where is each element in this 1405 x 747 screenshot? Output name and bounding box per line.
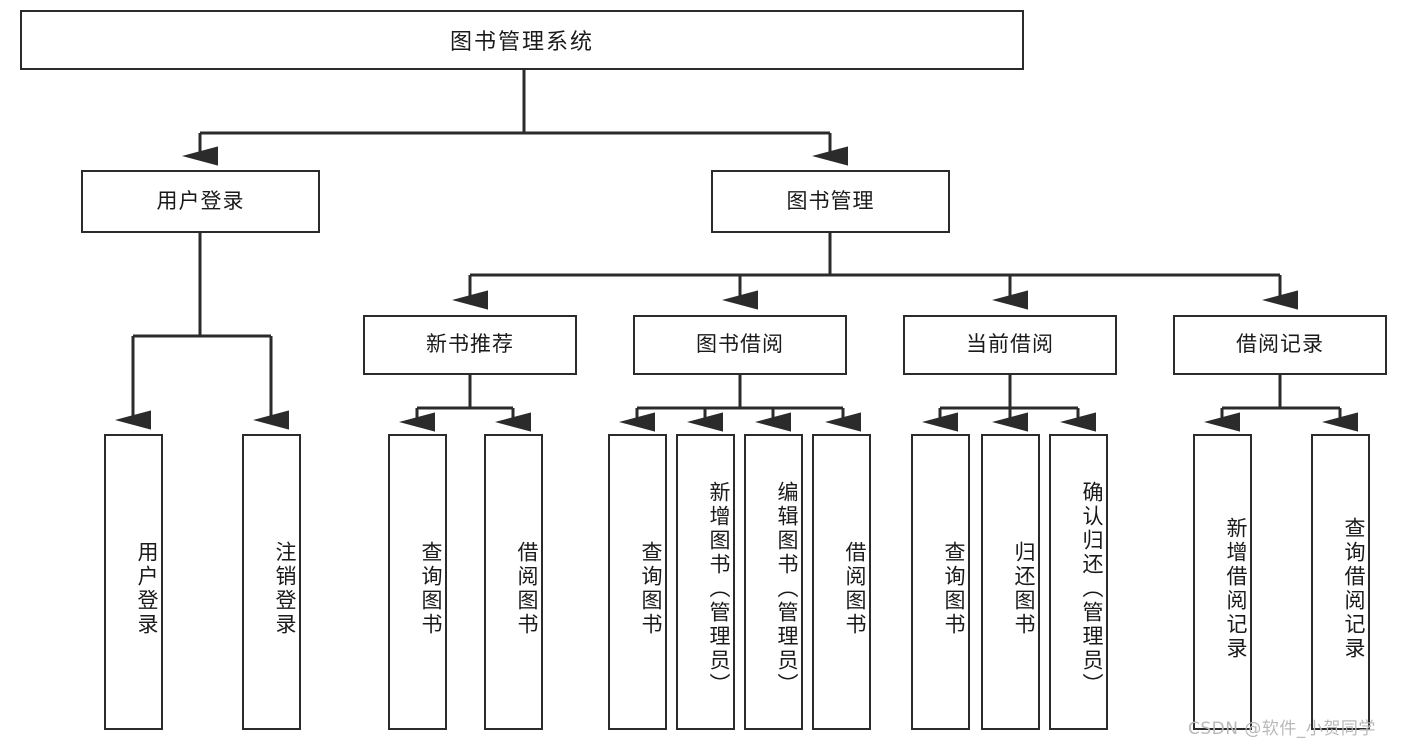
node-borrow-record[interactable]: 借阅记录 bbox=[1173, 315, 1387, 375]
watermark-text: CSDN @软件_小贺同学 bbox=[1188, 719, 1376, 739]
node-leaf-query-book-2-label: 查询图书 bbox=[639, 541, 663, 637]
node-leaf-edit-book[interactable]: 编辑图书（管理员） bbox=[744, 434, 803, 730]
node-leaf-user-login[interactable]: 用户登录 bbox=[104, 434, 163, 730]
node-leaf-add-book-label: 新增图书（管理员） bbox=[707, 481, 731, 697]
node-user-login-label: 用户登录 bbox=[156, 188, 245, 213]
node-book-borrow[interactable]: 图书借阅 bbox=[633, 315, 847, 375]
node-leaf-logout-label: 注销登录 bbox=[273, 541, 297, 637]
node-current-borrow-label: 当前借阅 bbox=[966, 332, 1054, 357]
node-leaf-borrow-book-1-label: 借阅图书 bbox=[515, 541, 539, 637]
node-leaf-user-login-label: 用户登录 bbox=[135, 541, 159, 637]
node-current-borrow[interactable]: 当前借阅 bbox=[903, 315, 1117, 375]
node-leaf-logout[interactable]: 注销登录 bbox=[242, 434, 301, 730]
node-leaf-query-book-3-label: 查询图书 bbox=[942, 541, 966, 637]
node-leaf-return-book[interactable]: 归还图书 bbox=[981, 434, 1040, 730]
node-leaf-borrow-book-2-label: 借阅图书 bbox=[843, 541, 867, 637]
node-user-login[interactable]: 用户登录 bbox=[81, 170, 320, 233]
node-leaf-query-book-3[interactable]: 查询图书 bbox=[911, 434, 970, 730]
node-borrow-record-label: 借阅记录 bbox=[1236, 332, 1324, 357]
node-leaf-borrow-book-1[interactable]: 借阅图书 bbox=[484, 434, 543, 730]
node-leaf-confirm-return[interactable]: 确认归还（管理员） bbox=[1049, 434, 1108, 730]
node-new-book-recommend[interactable]: 新书推荐 bbox=[363, 315, 577, 375]
node-new-book-recommend-label: 新书推荐 bbox=[426, 332, 514, 357]
node-leaf-add-record[interactable]: 新增借阅记录 bbox=[1193, 434, 1252, 730]
node-leaf-return-book-label: 归还图书 bbox=[1012, 541, 1036, 637]
node-leaf-borrow-book-2[interactable]: 借阅图书 bbox=[812, 434, 871, 730]
node-book-borrow-label: 图书借阅 bbox=[696, 332, 784, 357]
node-leaf-query-record[interactable]: 查询借阅记录 bbox=[1311, 434, 1370, 730]
node-root-label: 图书管理系统 bbox=[449, 30, 594, 55]
node-leaf-query-book-1[interactable]: 查询图书 bbox=[388, 434, 447, 730]
node-leaf-query-book-2[interactable]: 查询图书 bbox=[608, 434, 667, 730]
node-leaf-add-book[interactable]: 新增图书（管理员） bbox=[676, 434, 735, 730]
node-leaf-add-record-label: 新增借阅记录 bbox=[1224, 517, 1248, 661]
node-leaf-confirm-return-label: 确认归还（管理员） bbox=[1080, 481, 1104, 697]
node-book-manage-label: 图书管理 bbox=[786, 188, 875, 213]
node-leaf-query-record-label: 查询借阅记录 bbox=[1342, 517, 1366, 661]
node-leaf-query-book-1-label: 查询图书 bbox=[419, 541, 443, 637]
node-root[interactable]: 图书管理系统 bbox=[20, 10, 1024, 70]
node-leaf-edit-book-label: 编辑图书（管理员） bbox=[775, 481, 799, 697]
node-book-manage[interactable]: 图书管理 bbox=[711, 170, 950, 233]
